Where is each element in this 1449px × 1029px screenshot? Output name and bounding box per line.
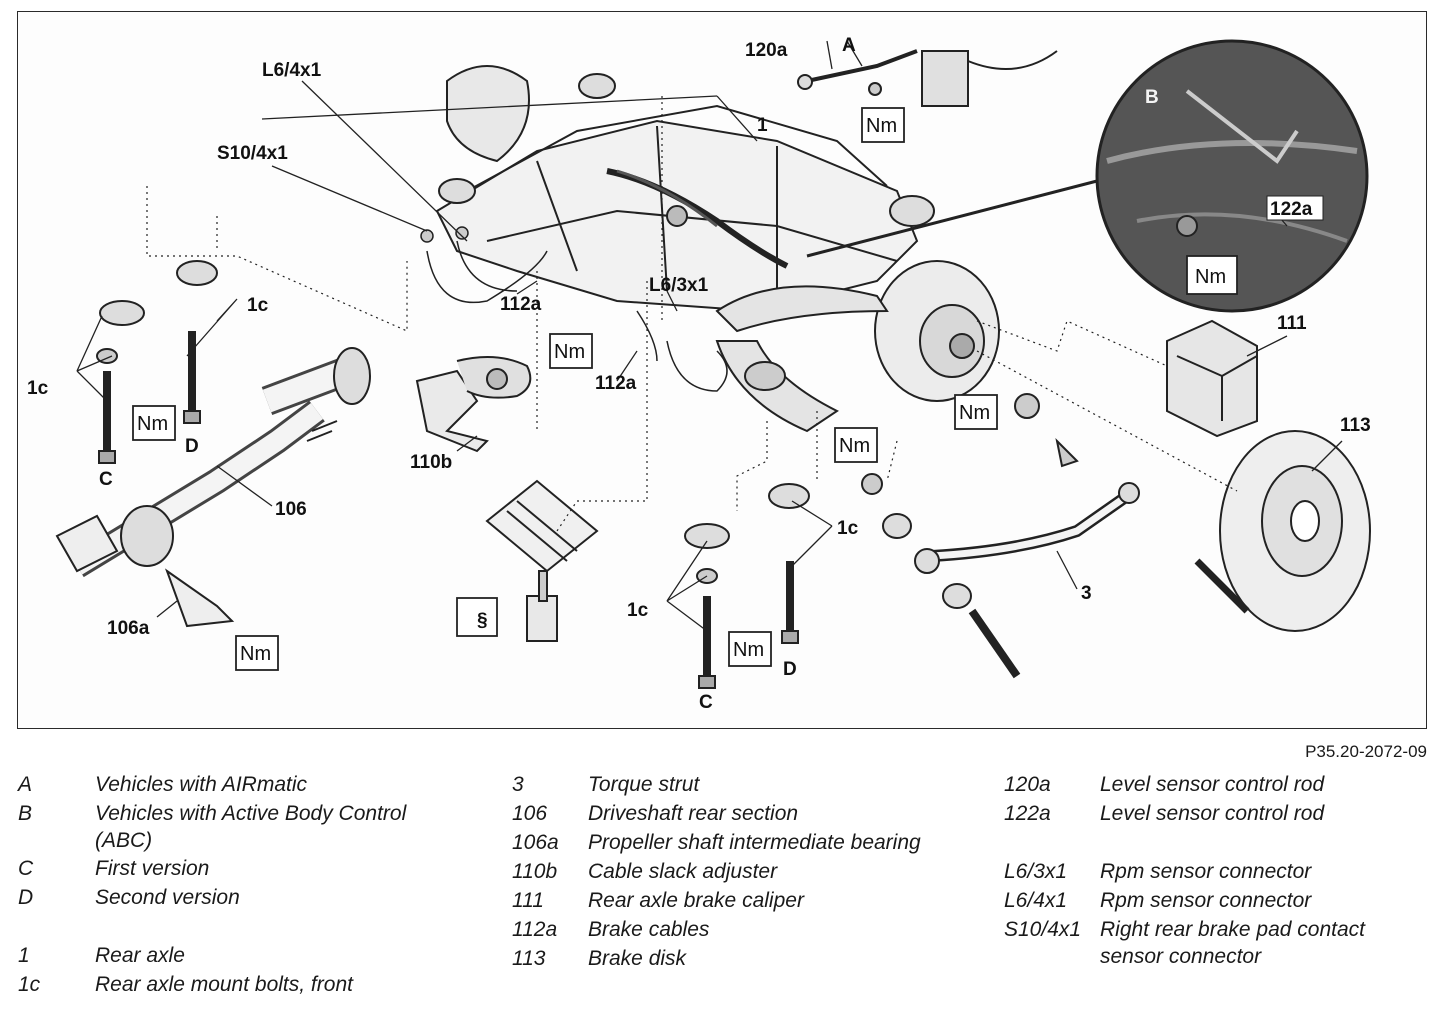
legend-key: L6/3x1 (1004, 860, 1068, 883)
callout-labels: A 120a B 122a L6/4x1 S10/4x1 1 1c 1c C D… (27, 35, 1371, 713)
legend-description: Rear axle mount bolts, front (95, 973, 353, 996)
callout-D-left: D (185, 436, 199, 457)
legend-description: Driveshaft rear section (588, 802, 799, 825)
torque-spec-boxes (132, 107, 1238, 671)
legend-description: Propeller shaft intermediate bearing (588, 831, 921, 854)
assembly-lines (146, 96, 1238, 532)
nm-label: Nm (137, 413, 168, 435)
callout-1c-mid-b: 1c (627, 600, 649, 621)
legend-description: Vehicles with Active Body Control (95, 802, 407, 825)
driveshaft (55, 347, 371, 628)
special-tool-icon: § (477, 610, 488, 631)
legend-description: sensor connector (1100, 945, 1262, 968)
cable-slack-adjuster (415, 356, 532, 453)
callout-112a-b: 112a (595, 373, 637, 394)
callout-C-left: C (99, 469, 113, 490)
callout-106a: 106a (107, 618, 150, 639)
callout-1: 1 (757, 115, 768, 136)
legend-key: 111 (512, 889, 544, 912)
nm-label: Nm (959, 402, 990, 424)
legend-description: Level sensor control rod (1100, 802, 1325, 825)
nm-label: Nm (240, 643, 271, 665)
rear-axle-carrier (435, 65, 935, 313)
legend-key: 1c (18, 973, 41, 996)
legend-description: (ABC) (95, 829, 153, 852)
nm-label: Nm (733, 639, 764, 661)
callout-110b: 110b (410, 452, 452, 473)
callout-l63x1: L6/3x1 (649, 275, 709, 296)
callout-1c-mid-a: 1c (837, 518, 859, 539)
legend-key: B (18, 802, 33, 825)
legend-key: S10/4x1 (1004, 918, 1082, 941)
callout-1c-left-a: 1c (247, 295, 269, 316)
callout-113: 113 (1340, 415, 1371, 436)
legend-description: Cable slack adjuster (588, 860, 778, 883)
legend-key: 106a (512, 831, 559, 854)
callout-A: A (842, 35, 856, 56)
callout-106: 106 (275, 499, 307, 520)
sensor-wires (420, 226, 728, 392)
figure-code: P35.20-2072-09 (1305, 742, 1427, 761)
legend-key: 113 (512, 947, 546, 970)
legend-key: 1 (18, 944, 30, 967)
legend-key: 120a (1004, 773, 1051, 796)
legend-key: 112a (512, 918, 558, 941)
legend-description: Rpm sensor connector (1100, 860, 1312, 883)
legend-key: A (18, 773, 33, 796)
support-fixture (485, 479, 599, 642)
callout-3: 3 (1081, 583, 1092, 604)
legend-description: Vehicles with AIRmatic (95, 773, 308, 796)
callout-D-mid: D (783, 659, 797, 680)
nm-label: Nm (554, 341, 585, 363)
legend-description: Second version (95, 886, 240, 909)
callout-1c-left-b: 1c (27, 378, 49, 399)
callout-112a-a: 112a (500, 294, 542, 315)
callout-122a: 122a (1270, 199, 1313, 220)
legend-key: 122a (1004, 802, 1051, 825)
legend-description: Rear axle (95, 944, 185, 967)
callout-C-mid: C (699, 692, 713, 713)
level-sensor-airmatic (797, 49, 1058, 107)
legend-key: D (18, 886, 34, 909)
legend-description: Brake disk (588, 947, 687, 970)
nm-label: Nm (866, 115, 897, 137)
legend-key: 3 (512, 773, 524, 796)
torque-strut (861, 393, 1140, 679)
nm-labels: Nm Nm Nm Nm Nm Nm Nm Nm (137, 115, 1226, 665)
legend-description: Rear axle brake caliper (588, 889, 804, 912)
mount-bolts-left (96, 260, 218, 464)
nm-label: Nm (839, 435, 870, 457)
brake-disk (1194, 430, 1371, 632)
callout-B: B (1145, 87, 1159, 108)
legend-key: 106 (512, 802, 548, 825)
legend-key: 110b (512, 860, 558, 883)
abc-inset (806, 39, 1369, 313)
callout-s104x1: S10/4x1 (217, 143, 288, 164)
legend-key: C (18, 857, 34, 880)
callout-120a: 120a (745, 40, 788, 61)
exploded-view-drawing: § Nm Nm Nm Nm Nm Nm Nm Nm A 120a B 122a … (27, 35, 1371, 713)
leader-lines (76, 40, 1343, 632)
callout-l64x1: L6/4x1 (262, 60, 322, 81)
brake-caliper (1166, 319, 1258, 438)
callout-111: 111 (1277, 313, 1307, 334)
legend-description: Rpm sensor connector (1100, 889, 1312, 912)
mount-bolts-middle (684, 483, 810, 689)
wheel-hub-assembly (715, 260, 1000, 433)
legend-description: First version (95, 857, 210, 880)
legend-description: Torque strut (588, 773, 700, 796)
legend-description: Brake cables (588, 918, 710, 941)
legend-description: Level sensor control rod (1100, 773, 1325, 796)
nm-label: Nm (1195, 266, 1226, 288)
legend-description: Right rear brake pad contact (1100, 918, 1365, 941)
legend-key: L6/4x1 (1004, 889, 1068, 912)
